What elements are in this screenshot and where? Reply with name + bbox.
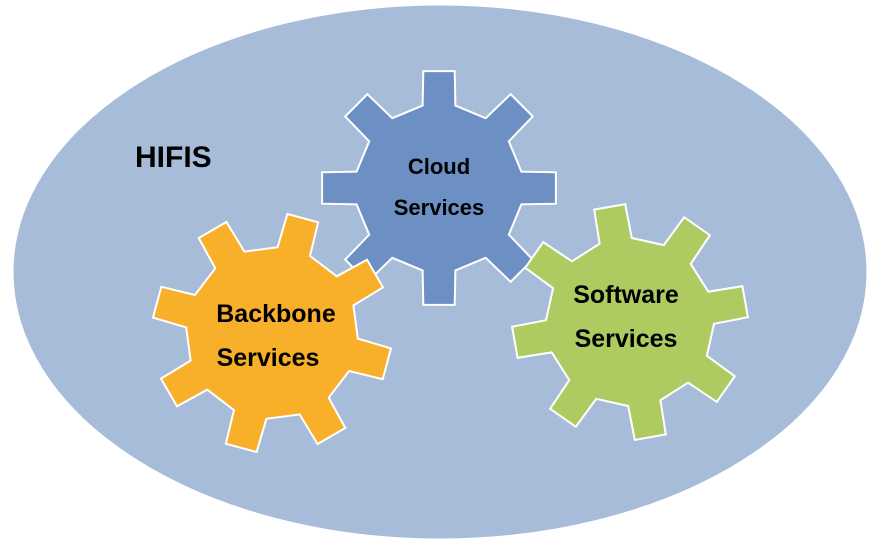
gear-cloud-shape: [321, 70, 557, 306]
hifis-label: HIFIS: [135, 141, 212, 174]
gear-software-shape: [510, 202, 750, 442]
backbone-services-label-line1: Backbone: [216, 300, 336, 328]
software-services-gear: Software Services: [510, 202, 750, 442]
software-services-label-line2: Services: [575, 325, 678, 353]
cloud-services-gear: Cloud Services: [321, 70, 557, 306]
cloud-services-label-line1: Cloud: [408, 154, 470, 179]
cloud-services-label-line2: Services: [394, 195, 485, 220]
software-services-label-line1: Software: [573, 281, 679, 309]
backbone-services-gear: Backbone Services: [151, 212, 393, 454]
gear-backbone-shape: [151, 212, 393, 454]
backbone-services-label-line2: Services: [217, 344, 320, 372]
